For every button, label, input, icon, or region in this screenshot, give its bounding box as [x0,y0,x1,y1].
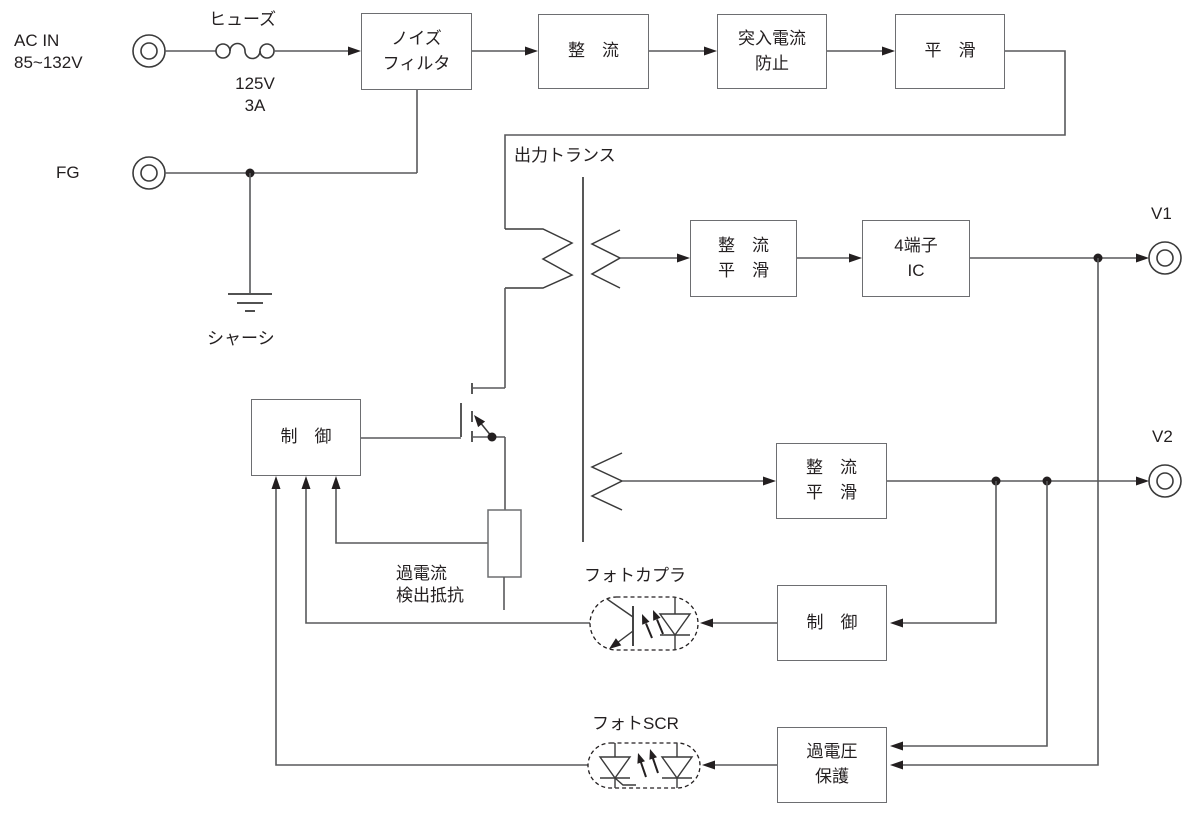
wire-control-secondary-to-photocoupler [700,618,777,628]
wire-rs2-to-v2 [887,476,1149,486]
v2-output-label: V2 [1152,427,1173,446]
wire-ic-to-v1 [970,253,1149,263]
photo-scr-icon [587,742,701,789]
overcurrent-resistor-label: 過電流 検出抵抗 [396,564,464,606]
fuse-label: ヒューズ [209,10,277,29]
wire-secondary1-to-rs1 [620,253,690,263]
block-inrush-current-prevention: 突入電流 防止 [717,14,827,89]
wire-v2-to-control-secondary [890,481,997,628]
resistor-icon [487,509,522,610]
wire-photocoupler-to-control-primary [301,476,590,624]
fuse-rating-label: 125V 3A [235,74,275,116]
block-control-secondary: 制 御 [777,585,887,661]
terminal-fg-icon [132,156,166,190]
output-transformer-label: 出力トランス [514,146,616,165]
photocoupler-label: フォトカプラ [584,566,686,585]
block-smoothing: 平 滑 [895,14,1005,89]
block-rectify-smooth-v1: 整 流 平 滑 [690,220,797,297]
terminal-ac-in-icon [132,34,166,68]
chassis-label: シャーシ [207,329,275,348]
wire-fg-to-noise-filter [165,90,418,293]
block-four-terminal-ic: 4端子 IC [862,220,970,297]
fg-label: FG [56,163,80,182]
photo-scr-label: フォトSCR [592,714,679,733]
chassis-ground-icon [228,293,272,312]
v1-output-label: V1 [1151,204,1172,223]
terminal-v2-icon [1148,464,1182,498]
wire-inrush-to-smoothing [827,46,895,56]
terminal-v1-icon [1148,241,1182,275]
wire-fuse-to-noise-filter [274,46,361,56]
wire-rs1-to-ic [797,253,862,263]
wire-overvoltage-to-photo-scr [702,760,777,770]
block-noise-filter: ノイズ フィルタ [361,13,472,90]
transformer-icon [505,177,624,542]
wire-v2-to-overvoltage [890,481,1048,751]
block-control-primary: 制 御 [251,399,361,476]
ac-input-label: AC IN 85~132V [14,31,83,73]
wire-secondary2-to-rs2 [622,476,776,486]
fuse-icon [165,42,275,60]
wire-v1-to-overvoltage [890,258,1099,770]
block-rectify-smooth-v2: 整 流 平 滑 [776,443,887,519]
wire-smoothing-to-transformer [504,50,1066,229]
wire-noise-filter-to-rectifier [472,46,538,56]
photocoupler-icon [589,596,699,651]
wire-photo-scr-to-control-primary [271,476,588,766]
mosfet-icon [460,288,506,510]
block-overvoltage-protection: 過電圧 保護 [777,727,887,803]
block-rectifier: 整 流 [538,14,649,89]
wire-sense-resistor-to-control-primary [331,476,488,544]
wire-rectifier-to-inrush [649,46,717,56]
